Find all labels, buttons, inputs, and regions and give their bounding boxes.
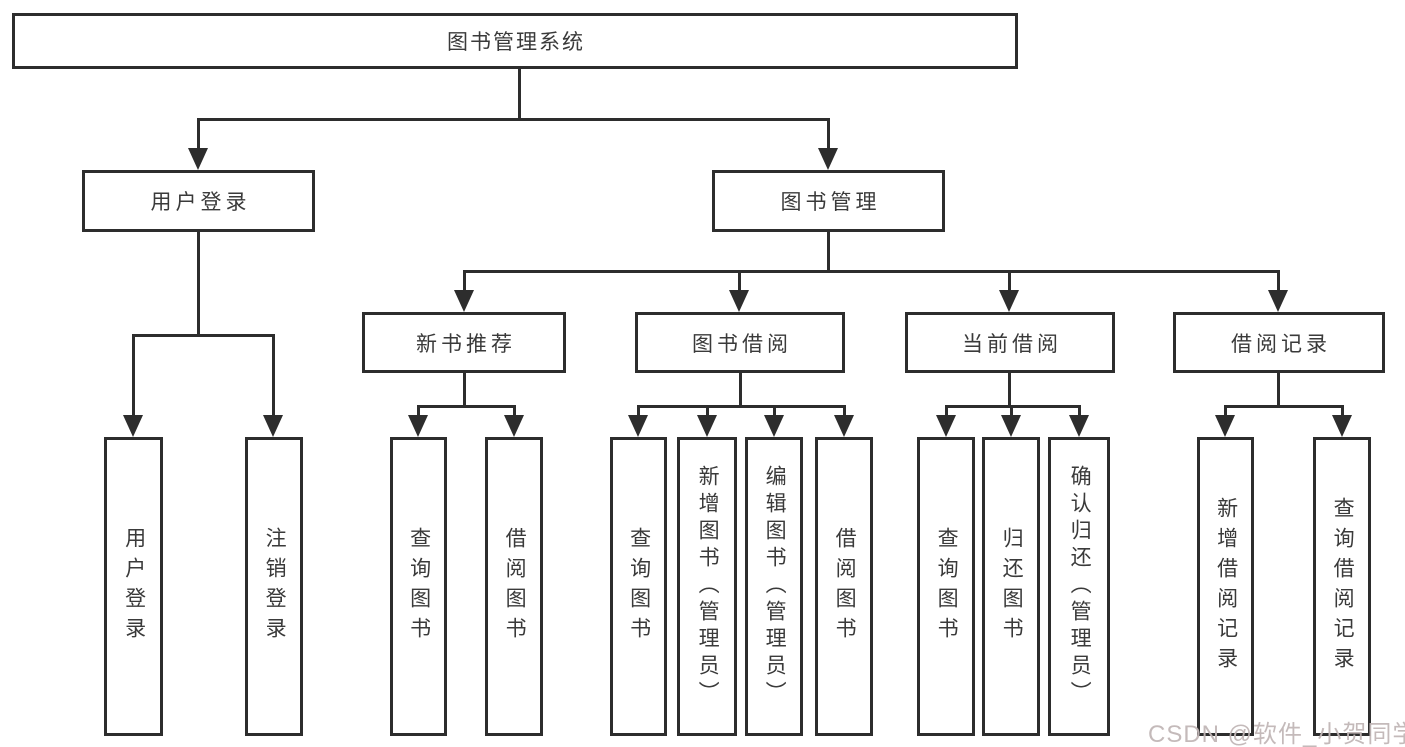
csdn-watermark: CSDN @软件_小贺同学 <box>1148 721 1405 747</box>
arrowhead-down-icon <box>1268 290 1288 312</box>
node-current-borrow: 当前借阅 <box>905 312 1115 373</box>
leaf-query-books-current: 查询图书 <box>917 437 975 736</box>
leaf-borrow-books-recommend: 借阅图书 <box>485 437 543 736</box>
connector-line <box>1277 373 1280 408</box>
connector-line <box>1008 270 1011 294</box>
node-library-system: 图书管理系统 <box>12 13 1018 69</box>
arrowhead-down-icon <box>123 415 143 437</box>
leaf-label: 注销登录 <box>263 526 287 647</box>
arrowhead-down-icon <box>764 415 784 437</box>
connector-line <box>1224 405 1344 408</box>
connector-line <box>1341 405 1344 418</box>
leaf-label: 查询图书 <box>935 526 959 647</box>
connector-line <box>417 405 420 418</box>
connector-line <box>637 405 846 408</box>
connector-line <box>739 373 742 408</box>
leaf-label: 借阅图书 <box>503 526 527 647</box>
connector-line <box>417 405 516 408</box>
leaf-edit-books-admin: 编辑图书（管理员） <box>745 437 803 736</box>
arrowhead-down-icon <box>1001 415 1021 437</box>
arrowhead-down-icon <box>504 415 524 437</box>
connector-line <box>1078 405 1081 418</box>
connector-line <box>827 232 830 273</box>
node-label: 用户登录 <box>150 191 251 214</box>
connector-line <box>827 118 830 150</box>
arrowhead-down-icon <box>936 415 956 437</box>
node-borrow-record: 借阅记录 <box>1173 312 1385 373</box>
arrowhead-down-icon <box>628 415 648 437</box>
arrowhead-down-icon <box>697 415 717 437</box>
leaf-return-books: 归还图书 <box>982 437 1040 736</box>
node-label: 图书借阅 <box>692 332 792 356</box>
arrowhead-down-icon <box>263 415 283 437</box>
connector-line <box>132 334 275 337</box>
leaf-label: 查询图书 <box>407 526 431 647</box>
connector-line <box>1010 405 1013 418</box>
connector-line <box>197 118 200 150</box>
node-new-book-recommend: 新书推荐 <box>362 312 566 373</box>
leaf-borrow-books: 借阅图书 <box>815 437 873 736</box>
connector-line <box>706 405 709 418</box>
node-book-management: 图书管理 <box>712 170 945 232</box>
connector-line <box>945 405 948 418</box>
connector-line <box>1224 405 1227 418</box>
leaf-query-borrow-record: 查询借阅记录 <box>1313 437 1371 736</box>
node-user-login: 用户登录 <box>82 170 315 232</box>
leaf-label: 新增图书（管理员） <box>696 465 720 708</box>
arrowhead-down-icon <box>408 415 428 437</box>
leaf-query-books-recommend: 查询图书 <box>390 437 447 736</box>
connector-line <box>1008 373 1011 408</box>
leaf-label: 借阅图书 <box>833 526 857 647</box>
arrowhead-down-icon <box>834 415 854 437</box>
leaf-label: 用户登录 <box>122 526 146 647</box>
leaf-label: 编辑图书（管理员） <box>763 465 787 708</box>
node-label: 借阅记录 <box>1231 332 1331 356</box>
arrowhead-down-icon <box>818 148 838 170</box>
connector-line <box>197 118 830 121</box>
node-label: 图书管理 <box>780 191 881 214</box>
node-label: 图书管理系统 <box>447 31 585 54</box>
leaf-add-books-admin: 新增图书（管理员） <box>677 437 737 736</box>
arrowhead-down-icon <box>1332 415 1352 437</box>
connector-line <box>843 405 846 418</box>
connector-line <box>738 270 741 294</box>
connector-line <box>463 373 466 408</box>
arrowhead-down-icon <box>454 290 474 312</box>
node-label: 当前借阅 <box>962 332 1062 356</box>
connector-line <box>272 334 275 417</box>
leaf-label: 新增借阅记录 <box>1214 496 1238 677</box>
leaf-label: 查询借阅记录 <box>1331 496 1355 677</box>
leaf-logout-login: 注销登录 <box>245 437 303 736</box>
connector-line <box>463 270 1280 273</box>
node-book-borrow: 图书借阅 <box>635 312 845 373</box>
leaf-query-books-borrow: 查询图书 <box>610 437 667 736</box>
arrowhead-down-icon <box>1215 415 1235 437</box>
connector-line <box>945 405 1081 408</box>
arrowhead-down-icon <box>729 290 749 312</box>
leaf-user-login: 用户登录 <box>104 437 163 736</box>
connector-line <box>637 405 640 418</box>
arrowhead-down-icon <box>1069 415 1089 437</box>
connector-line <box>197 232 200 336</box>
leaf-label: 确认归还（管理员） <box>1068 465 1092 708</box>
connector-line <box>773 405 776 418</box>
leaf-confirm-return-admin: 确认归还（管理员） <box>1048 437 1110 736</box>
connector-line <box>513 405 516 418</box>
leaf-label: 查询图书 <box>627 526 651 647</box>
connector-line <box>132 334 135 417</box>
leaf-label: 归还图书 <box>1000 526 1024 647</box>
connector-line <box>463 270 466 294</box>
leaf-add-borrow-record: 新增借阅记录 <box>1197 437 1254 736</box>
arrowhead-down-icon <box>999 290 1019 312</box>
node-label: 新书推荐 <box>416 332 516 356</box>
connector-line <box>518 69 521 121</box>
arrowhead-down-icon <box>188 148 208 170</box>
connector-line <box>1277 270 1280 294</box>
